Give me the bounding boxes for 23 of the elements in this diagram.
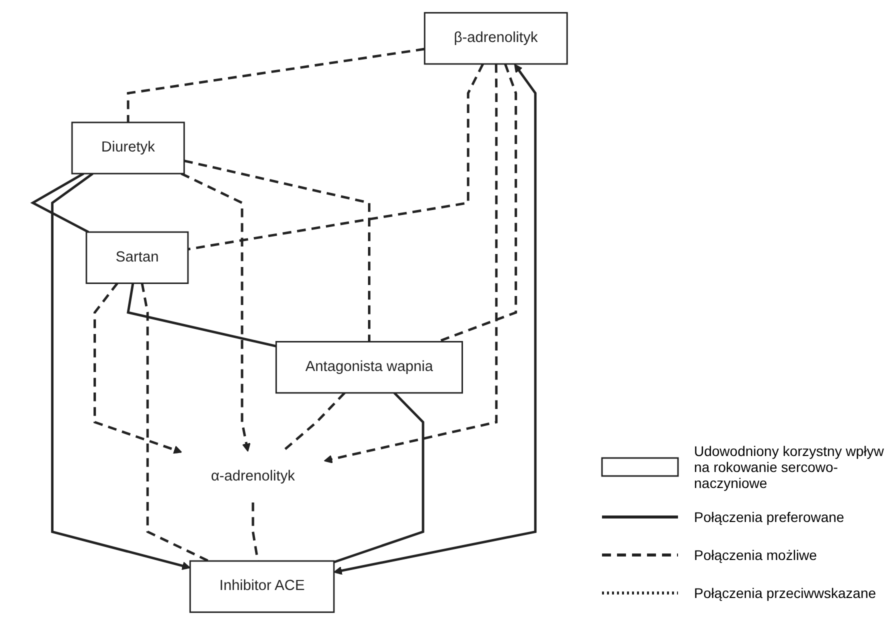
connector (282, 392, 346, 452)
connector (126, 283, 276, 348)
connector (30, 172, 90, 234)
arrow (180, 172, 251, 452)
node-box: Diuretyk (71, 122, 185, 174)
connector (126, 48, 425, 122)
node-text: α-adrenolityk (210, 468, 296, 485)
legend-text: Połączenia możliwe (694, 547, 817, 563)
connector (140, 283, 210, 562)
node-box: Sartan (86, 231, 189, 284)
connector (184, 160, 370, 342)
node-box: Antagonista wapnia (275, 341, 464, 394)
legend-text: Połączenia przeciwwskazane (694, 585, 876, 601)
arrow (334, 64, 537, 575)
arrow (324, 64, 498, 464)
legend-text: Połączenia preferowane (694, 509, 844, 525)
legend-text: Udowodniony korzystny wpływ na rokowanie sercowo-naczyniowe (694, 443, 885, 491)
arrow (94, 282, 182, 454)
arrow (51, 172, 191, 570)
node-box: Inhibitor ACE (189, 560, 335, 613)
node-box: β-adrenolityk (424, 12, 568, 65)
connector (188, 63, 484, 250)
connector (334, 392, 424, 564)
